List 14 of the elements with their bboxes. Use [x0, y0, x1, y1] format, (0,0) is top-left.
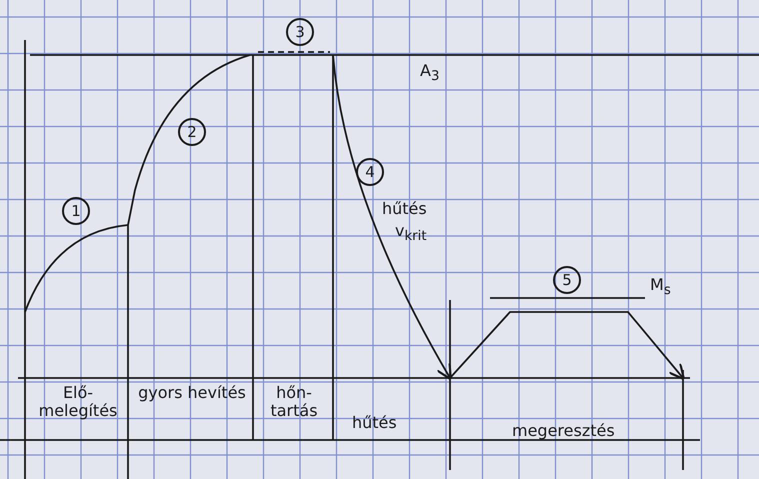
- temperature-label: M$_{s}$: [650, 276, 671, 300]
- temperature-label: A$_{3}$: [420, 62, 440, 86]
- stage-label: gyors hevítés: [137, 384, 247, 402]
- stage-label: hőn- tartás: [269, 384, 319, 420]
- stage-label: Elő- melegítés: [38, 384, 118, 420]
- callout-number: 1: [62, 197, 90, 225]
- curve-label: hűtés: [382, 200, 427, 218]
- stage-label: megeresztés: [512, 422, 615, 440]
- callout-number: 4: [356, 158, 384, 186]
- callout-number: 5: [553, 266, 581, 294]
- callout-number: 2: [178, 118, 206, 146]
- stage-label: hűtés: [352, 414, 397, 432]
- callout-number: 3: [286, 18, 314, 46]
- curve-label: v$_{krit}$: [395, 222, 427, 246]
